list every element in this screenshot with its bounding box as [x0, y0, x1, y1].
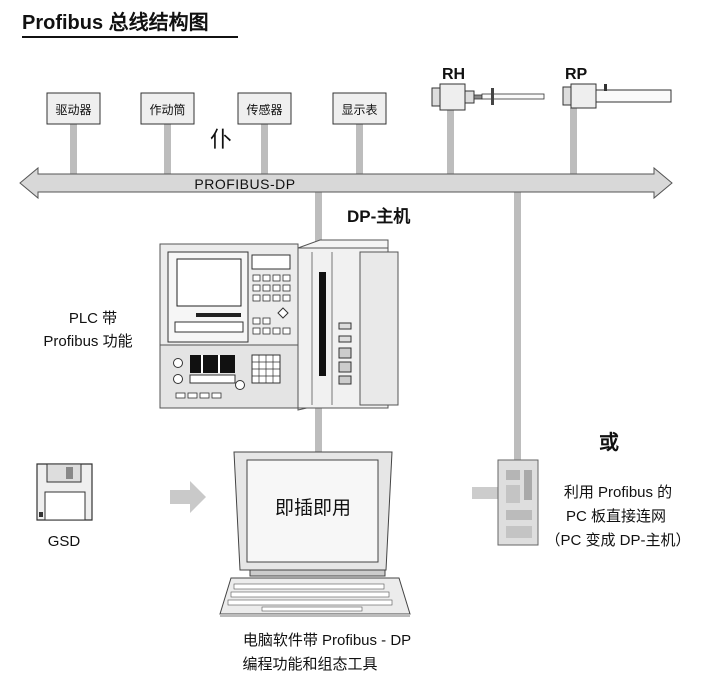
device-label-drive: 驱动器: [55, 103, 91, 117]
connector-rp: [570, 108, 577, 179]
connector-display: [356, 124, 363, 179]
plc-label-line1: PLC 带: [69, 310, 117, 327]
arrow-right-icon: [170, 481, 206, 513]
bus-connectors: [70, 108, 577, 460]
pc-card: [472, 459, 539, 546]
cylinder-rh: RH: [431, 66, 545, 111]
plc-label-line2: Profibus 功能: [43, 333, 132, 350]
cylinder-rh-label: RH: [442, 66, 465, 83]
field-device-display: 显示表: [332, 92, 387, 125]
connector-drive: [70, 124, 77, 179]
field-device-drive: 驱动器: [46, 92, 101, 125]
pc-card-label-line3: （PC 变成 DP-主机）: [545, 532, 690, 549]
connector-rh: [447, 108, 454, 179]
or-label: 或: [599, 430, 619, 454]
connector-pc: [315, 405, 322, 455]
connector-sensor: [261, 124, 268, 179]
software-label-line1: 电脑软件带 Profibus - DP: [243, 632, 411, 649]
cylinder-rp-label: RP: [565, 66, 588, 83]
master-label: DP-主机: [347, 206, 410, 226]
field-device-actuator: 作动筒: [140, 92, 195, 125]
plc-device: [159, 239, 399, 411]
computer-monitor: [219, 451, 411, 617]
device-label-sensor: 传感器: [246, 102, 282, 117]
field-device-sensor: 传感器: [237, 92, 292, 125]
monitor-text: 即插即用: [275, 497, 351, 519]
device-label-display: 显示表: [341, 103, 377, 117]
connector-master: [315, 190, 322, 245]
pc-card-label-line2: PC 板直接连网: [566, 507, 666, 525]
bus-label: PROFIBUS-DP: [194, 176, 295, 192]
profibus-bus: PROFIBUS-DP: [19, 166, 673, 200]
pu-label: 仆: [210, 128, 232, 153]
cylinder-rp: RP: [562, 66, 672, 109]
connector-pc-card: [514, 190, 521, 460]
gsd-label: GSD: [48, 533, 81, 550]
floppy-disk-icon: [36, 463, 93, 521]
connector-actuator: [164, 124, 171, 179]
device-label-actuator: 作动筒: [149, 102, 185, 117]
page-title: Profibus 总线结构图: [22, 10, 209, 34]
pc-card-label-line1: 利用 Profibus 的: [564, 484, 672, 501]
software-label-line2: 编程功能和组态工具: [242, 656, 377, 673]
